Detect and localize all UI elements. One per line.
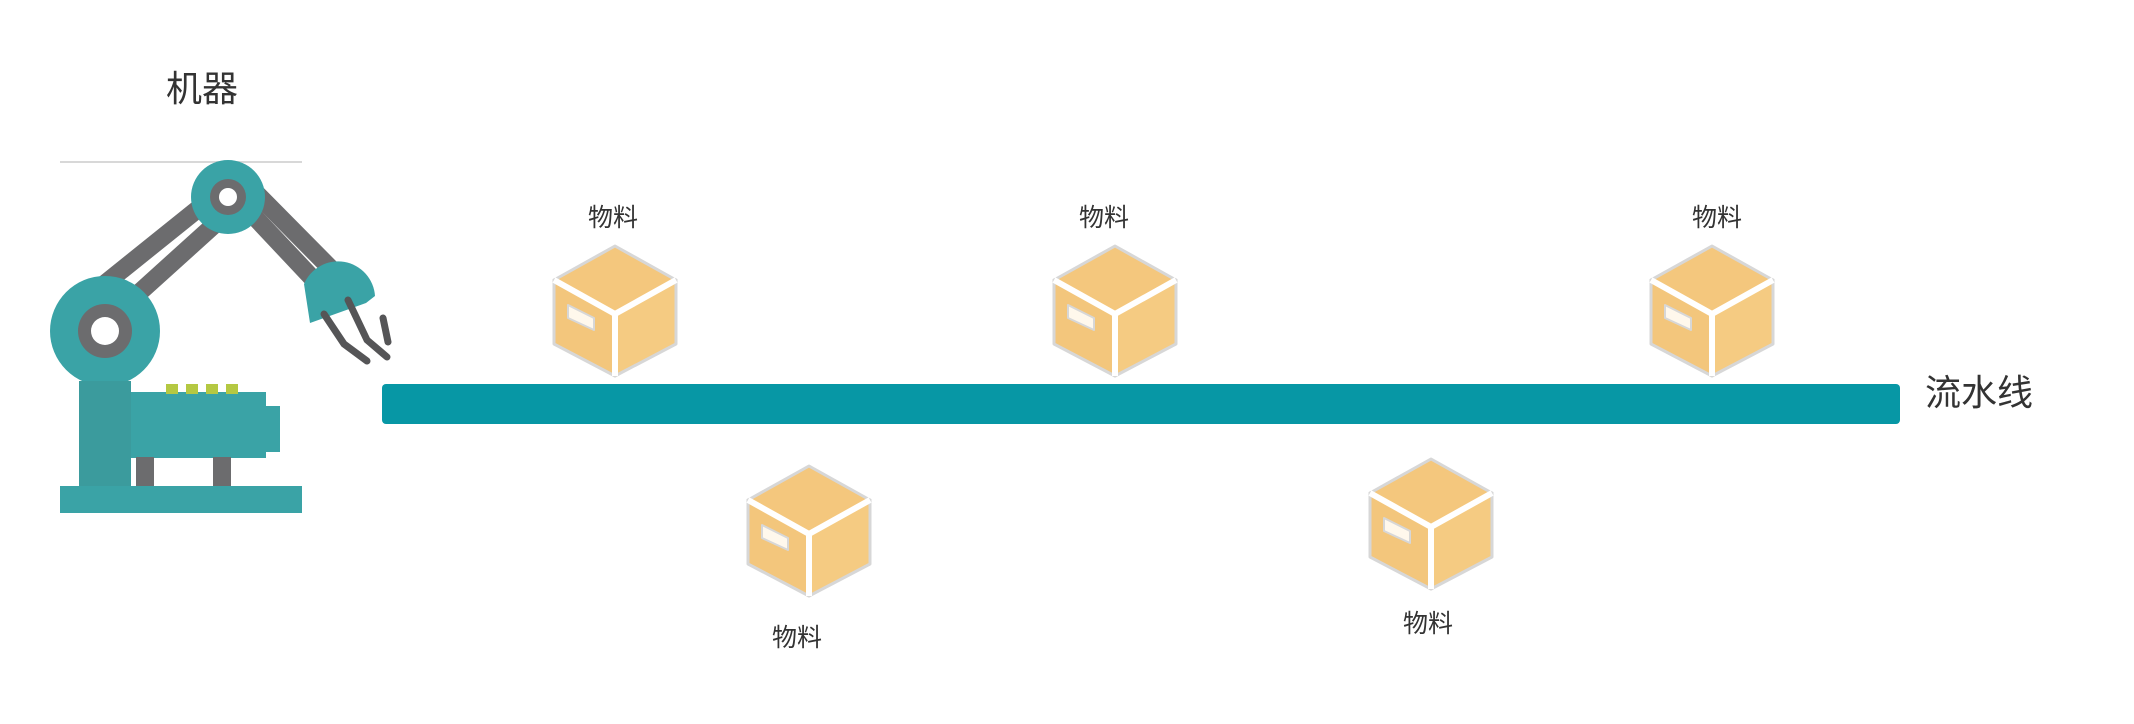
box-icon: [1052, 244, 1178, 378]
box-icon: [552, 244, 678, 378]
material-label-5: 物料: [1402, 609, 1454, 638]
material-label-3: 物料: [1691, 203, 1743, 232]
conveyor-label: 流水线: [1925, 373, 2034, 414]
material-label-4: 物料: [771, 623, 823, 652]
robot-arm-icon: [50, 160, 392, 513]
box-icon: [746, 464, 872, 598]
conveyor-belt: [382, 384, 1900, 424]
machine-label: 机器: [165, 69, 239, 110]
box-icon: [1368, 457, 1494, 591]
material-label-1: 物料: [587, 203, 639, 232]
box-icon: [1649, 244, 1775, 378]
material-label-2: 物料: [1078, 203, 1130, 232]
